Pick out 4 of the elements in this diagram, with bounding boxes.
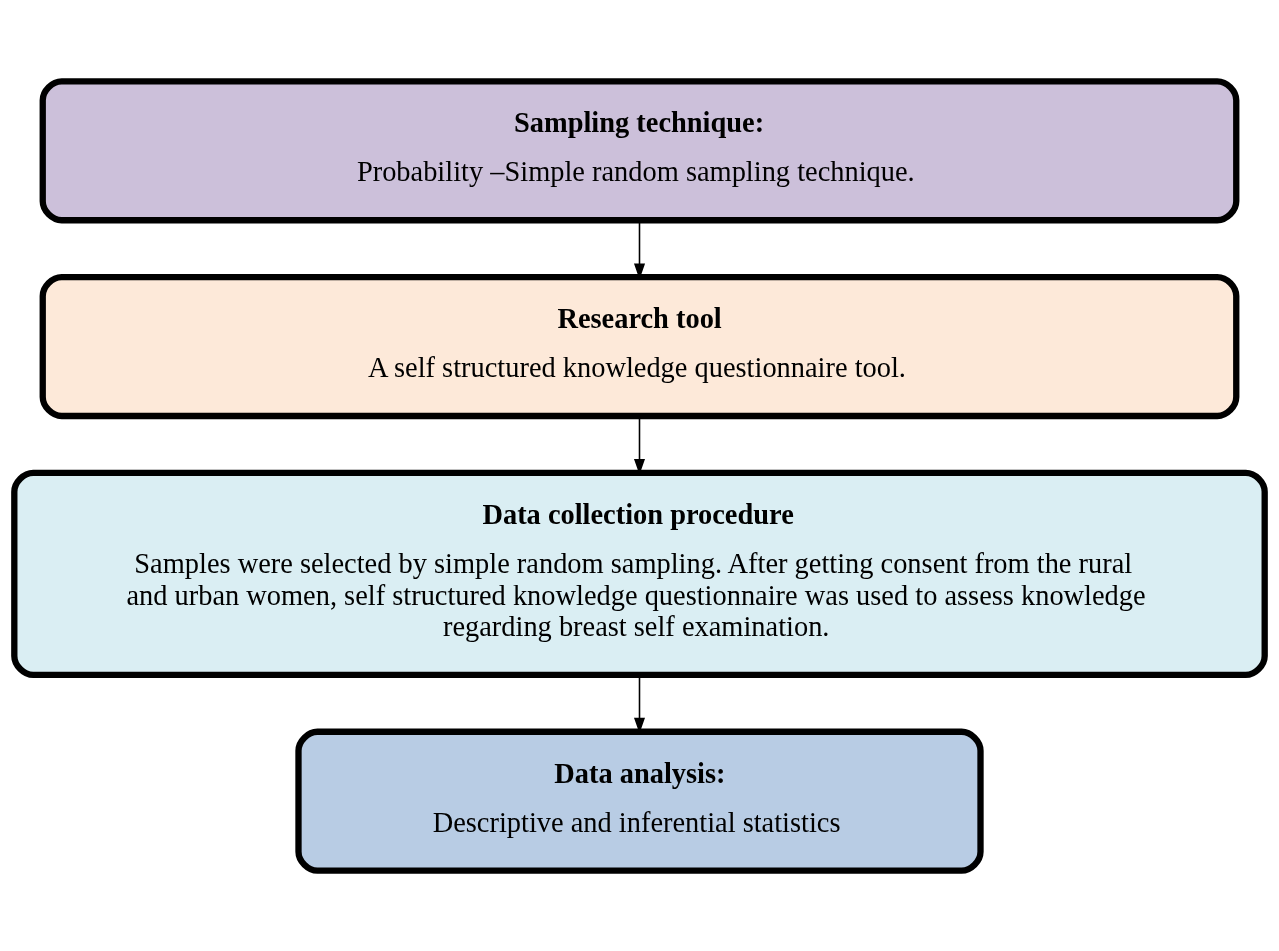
node-box: Sampling technique: Probability –Simple random sampling technique. [39, 77, 1240, 223]
node-box: Data collection procedure Samples were selected by simple random sampling. After getting consent from the rural and urban women, self structured knowledge questionnaire was used to assess knowledge regarding breast self examination. [11, 469, 1268, 678]
node-box: Research tool A self structured knowledge questionnaire tool. [39, 273, 1240, 419]
node-box: Data analysis: Descriptive and inferential statistics [295, 728, 984, 874]
